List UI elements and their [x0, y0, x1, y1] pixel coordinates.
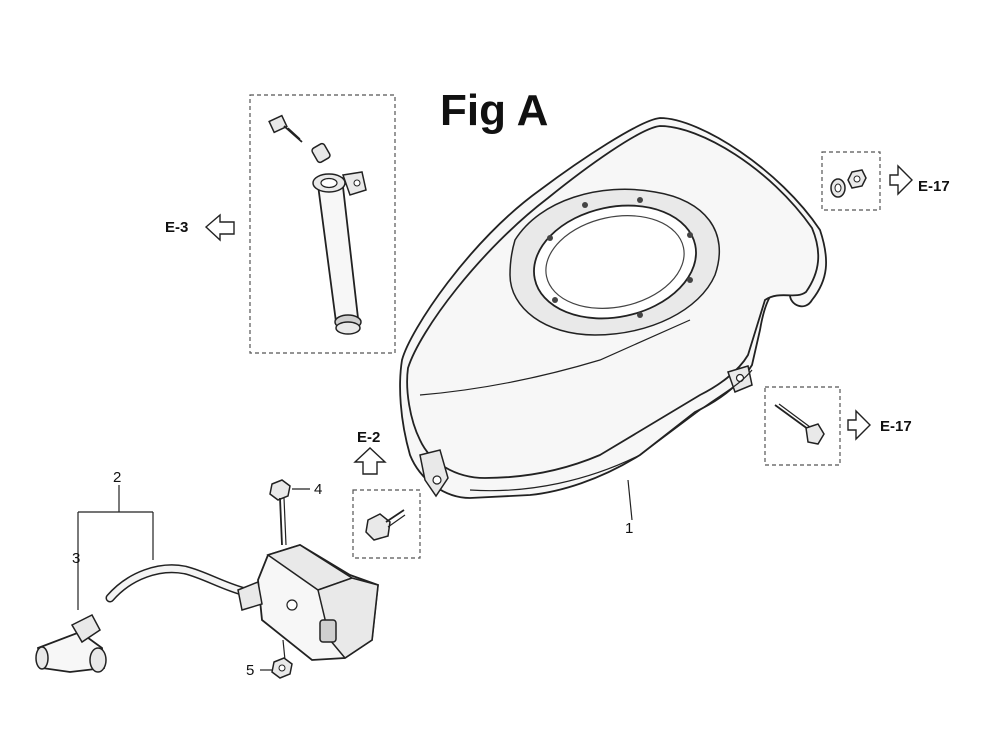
callout-5: 5	[246, 662, 254, 679]
spark-plug-cap	[35, 614, 107, 673]
arrow-up-icon	[353, 447, 387, 475]
figure-title: Fig A	[440, 86, 548, 135]
filler-tube	[312, 171, 367, 335]
arrow-left-icon	[204, 213, 235, 242]
ignition-coil	[237, 544, 379, 661]
e17-top-group: E-17	[821, 151, 950, 211]
callout-4: 4	[314, 481, 322, 498]
cover-ridge	[419, 319, 691, 396]
arrow-right-icon-2	[847, 409, 871, 441]
e17-bottom-group: E-17	[764, 386, 912, 466]
fan-cover	[399, 117, 827, 499]
cover-opening	[533, 204, 697, 320]
ignition-coil-assembly: 2 3 4	[35, 469, 379, 679]
e17-top-box	[821, 151, 881, 211]
ref-e17-bottom-label: E-17	[880, 418, 912, 435]
screw-head	[805, 423, 825, 445]
coil-bolt	[269, 479, 291, 546]
e2-group: E-2	[352, 429, 421, 559]
ref-e2-label: E-2	[357, 429, 380, 446]
callout-2: 2	[113, 469, 121, 486]
callout-3: 3	[72, 550, 80, 567]
flange-bolt-head	[365, 513, 391, 541]
filler-collar	[311, 142, 331, 164]
ref-e3-label: E-3	[165, 219, 188, 236]
cover-rivets	[547, 197, 693, 318]
oil-filler-box	[249, 94, 396, 354]
ref-e3: E-3	[165, 213, 235, 242]
arrow-right-icon	[889, 164, 913, 196]
e17-bottom-box	[764, 386, 841, 466]
leader-1	[627, 479, 633, 521]
filler-bolt	[268, 114, 303, 143]
oil-filler-group	[249, 94, 396, 354]
callout-1: 1	[625, 520, 633, 537]
cover-tab-left	[419, 449, 449, 498]
ref-e17-top-label: E-17	[918, 178, 950, 195]
e2-box	[352, 489, 421, 559]
